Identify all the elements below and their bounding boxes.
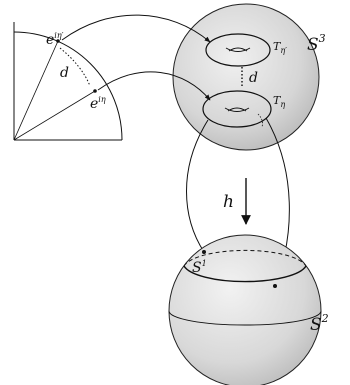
dotted-distance-arc <box>59 47 91 87</box>
latitude-back <box>183 249 307 267</box>
latitude-front-s1 <box>183 265 307 283</box>
ray-eta-prime <box>13 40 59 141</box>
label-e-eta-prime: eiη′ <box>46 31 64 48</box>
quarter-arc <box>13 31 123 141</box>
label-d-torus: d <box>249 70 258 86</box>
fiber-curve-left <box>186 119 209 253</box>
label-t-eta-prime: Tη′ <box>273 40 287 55</box>
point-s1-right <box>273 284 277 288</box>
quarter-plane: eiη′ d eiη <box>13 22 123 141</box>
point-eta-prime <box>56 39 60 43</box>
sphere-s3: Tη′ d Tη S3 <box>172 3 326 151</box>
label-s1: S1 <box>192 259 207 276</box>
sphere-s3-body <box>172 3 320 151</box>
equator <box>168 310 322 326</box>
label-t-eta: Tη <box>273 94 285 109</box>
ray-eta <box>13 90 96 141</box>
label-e-eta: eiη <box>90 95 106 112</box>
label-s3: S3 <box>307 32 326 55</box>
arrow-to-t-eta-prime <box>61 14 211 43</box>
point-s1-left <box>202 250 206 254</box>
label-s2: S2 <box>310 312 329 335</box>
torus-t-eta <box>202 90 272 128</box>
label-d-left: d <box>60 65 69 81</box>
sphere-s2: S1 S2 <box>168 234 329 385</box>
sphere-s2-body <box>168 234 322 385</box>
label-h: h <box>223 192 234 212</box>
arrow-to-t-eta <box>97 71 211 101</box>
point-eta <box>93 89 97 93</box>
torus-t-eta-prime <box>205 33 271 67</box>
